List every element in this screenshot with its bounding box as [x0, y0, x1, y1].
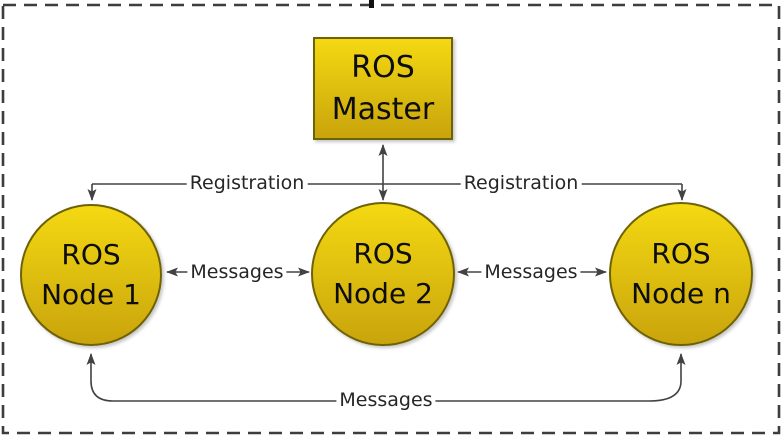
ros-node-1-label-line1: ROS — [61, 238, 121, 272]
ros-node-n-circle: ROS Node n — [609, 202, 753, 346]
ros-master-box: ROS Master — [313, 37, 453, 140]
dashed-frame — [1, 3, 781, 435]
ros-master-label-line2: Master — [331, 91, 435, 127]
messages-label-bottom: Messages — [336, 389, 436, 411]
ros-master-label-line1: ROS — [351, 50, 415, 86]
messages-label-left: Messages — [187, 261, 287, 283]
ros-node-1-circle: ROS Node 1 — [20, 204, 162, 346]
ros-node-1-label-line2: Node 1 — [41, 278, 141, 311]
registration-label-right: Registration — [460, 172, 582, 194]
ros-node-2-circle: ROS Node 2 — [311, 202, 455, 346]
top-connector-stub — [369, 0, 374, 8]
registration-label-left: Registration — [186, 172, 308, 194]
messages-label-right: Messages — [481, 261, 581, 283]
ros-node-2-label-line2: Node 2 — [333, 277, 433, 310]
ros-node-n-label-line2: Node n — [631, 277, 731, 310]
ros-node-n-label-line1: ROS — [651, 237, 711, 271]
ros-node-2-label-line1: ROS — [353, 237, 413, 271]
